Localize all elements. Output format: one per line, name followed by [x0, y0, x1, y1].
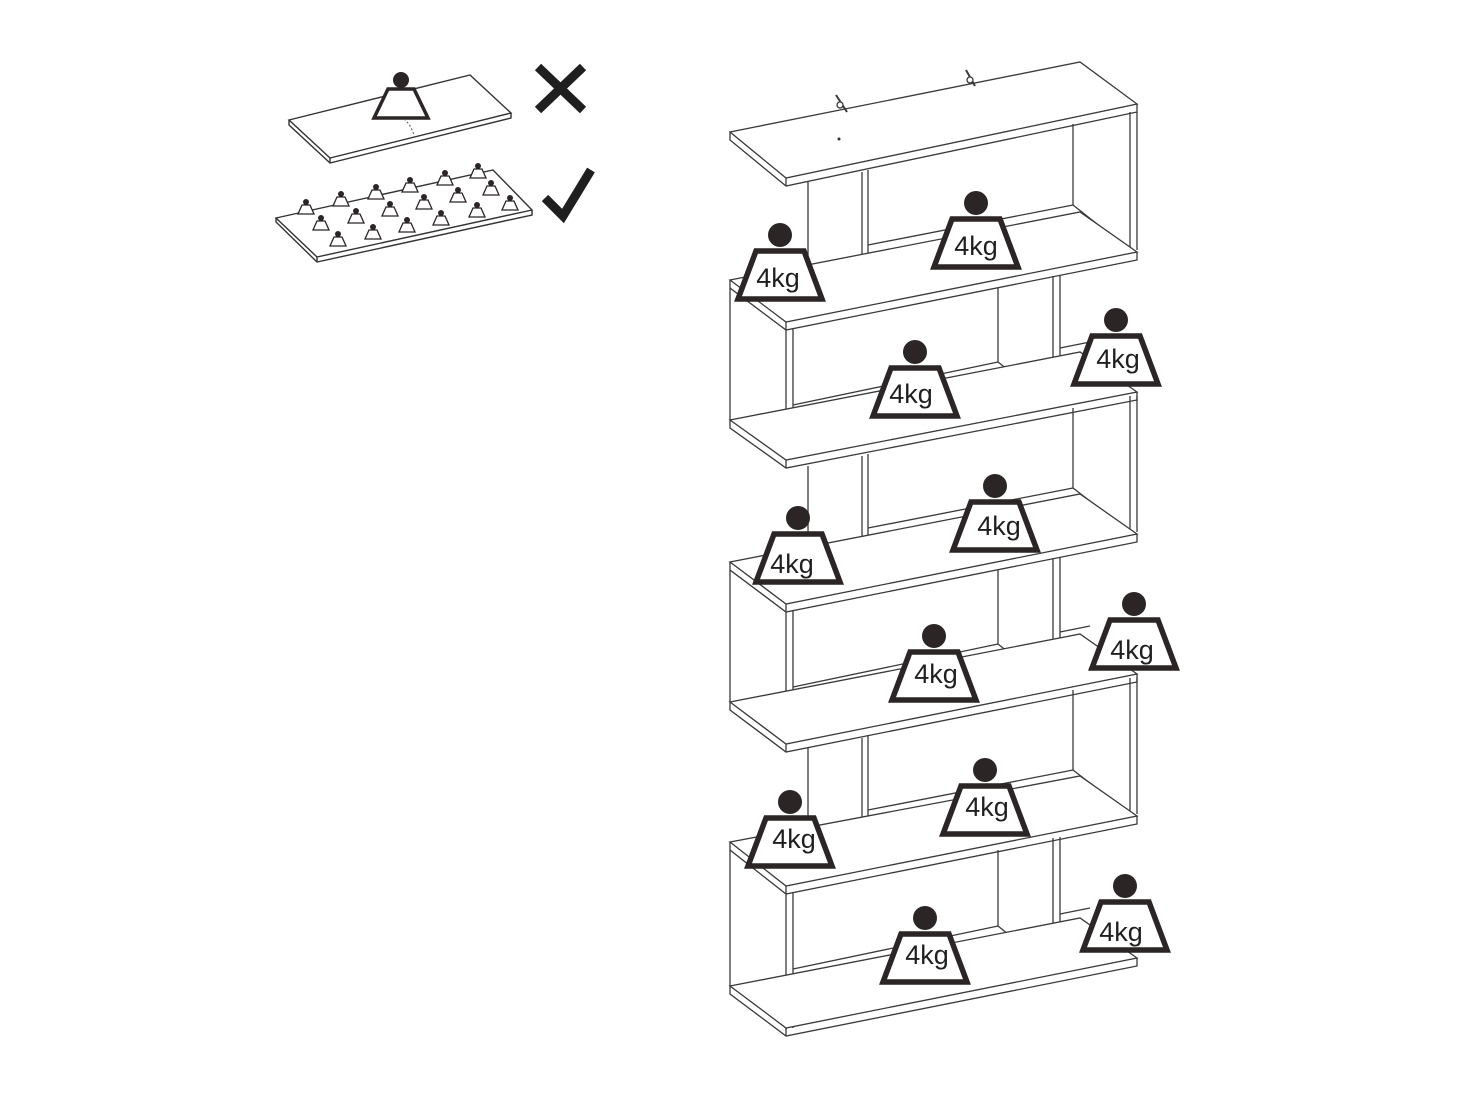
- tier-3: [807, 396, 1138, 584]
- small-weight-icon: [346, 208, 366, 224]
- weight-body: [869, 365, 961, 419]
- weight-badge: 4kg: [1070, 308, 1162, 387]
- weight-knob: [1113, 874, 1137, 898]
- weight-badge: 4kg: [939, 758, 1031, 837]
- weight-knob: [768, 223, 792, 247]
- small-weight-icon: [468, 163, 488, 179]
- weight-body: [949, 499, 1041, 553]
- weight-body: [734, 248, 826, 302]
- weight-body: [1088, 617, 1180, 671]
- weight-label: 4kg: [772, 824, 816, 854]
- weight-label: 4kg: [1110, 635, 1154, 665]
- small-weight-icon: [435, 170, 455, 186]
- small-weight-icon: [328, 231, 348, 247]
- weight-label: 4kg: [756, 263, 800, 293]
- small-weight-icon: [380, 201, 400, 217]
- weight-knob: [973, 758, 997, 782]
- weight-knob: [778, 790, 802, 814]
- weight-knob: [964, 191, 988, 215]
- check-icon: [541, 167, 595, 224]
- small-weight-icon: [467, 202, 487, 218]
- weight-badge: 4kg: [1088, 592, 1180, 671]
- weight-label: 4kg: [914, 659, 958, 689]
- weight-knob: [786, 506, 810, 530]
- cross-icon: [534, 63, 587, 114]
- weight-label: 4kg: [770, 549, 814, 579]
- weight-knob: [983, 474, 1007, 498]
- weight-label: 4kg: [889, 379, 933, 409]
- small-weight-icon: [500, 195, 520, 211]
- small-weight-icon: [414, 194, 434, 210]
- weight-label: 4kg: [905, 940, 949, 970]
- weight-knob: [922, 624, 946, 648]
- weight-badge: 4kg: [752, 506, 844, 585]
- weight-knob: [1104, 308, 1128, 332]
- weight-body: [888, 649, 980, 703]
- weight-body: [879, 931, 971, 985]
- small-weight-icon: [400, 177, 420, 193]
- small-weight-icon: [431, 210, 451, 226]
- weight-badge: 4kg: [1079, 874, 1171, 953]
- weight-badge: 4kg: [949, 474, 1041, 553]
- small-weight-icon: [448, 187, 468, 203]
- weight-body: [930, 216, 1022, 270]
- weight-badge: 4kg: [930, 191, 1022, 270]
- weight-badge: 4kg: [879, 906, 971, 985]
- small-weight-icon: [296, 199, 316, 215]
- small-weight-icon: [363, 224, 383, 240]
- weight-label: 4kg: [977, 511, 1021, 541]
- weight-body: [939, 783, 1031, 837]
- bookcase-drawing: [728, 61, 1139, 1037]
- incorrect-loading-example: [287, 63, 587, 164]
- weight-label: 4kg: [954, 231, 998, 261]
- weight-body: [1079, 899, 1171, 953]
- correct-loading-example: [274, 163, 595, 263]
- weight-knob: [903, 340, 927, 364]
- weight-knob: [1122, 592, 1146, 616]
- small-weight-icon: [331, 191, 351, 207]
- small-weight-icon: [481, 180, 501, 196]
- weight-label: 4kg: [1096, 344, 1140, 374]
- small-weight-icon: [397, 217, 417, 233]
- weight-badge: 4kg: [869, 340, 961, 419]
- weight-body: [752, 531, 844, 585]
- weight-body: [1070, 333, 1162, 387]
- small-weight-icon: [366, 184, 386, 200]
- weight-label: 4kg: [965, 792, 1009, 822]
- top-board: [728, 61, 1139, 187]
- weight-body: [744, 815, 836, 869]
- weight-badge: 4kg: [888, 624, 980, 703]
- weight-label: 4kg: [1099, 917, 1143, 947]
- panel-bend-indicator: [403, 118, 415, 137]
- weight-badge: 4kg: [734, 223, 826, 302]
- weight-knob: [913, 906, 937, 930]
- small-weight-icon: [311, 215, 331, 231]
- weight-badge: 4kg: [744, 790, 836, 869]
- distributed-weights: [296, 163, 520, 247]
- concentrated-weight-icon: [371, 72, 431, 120]
